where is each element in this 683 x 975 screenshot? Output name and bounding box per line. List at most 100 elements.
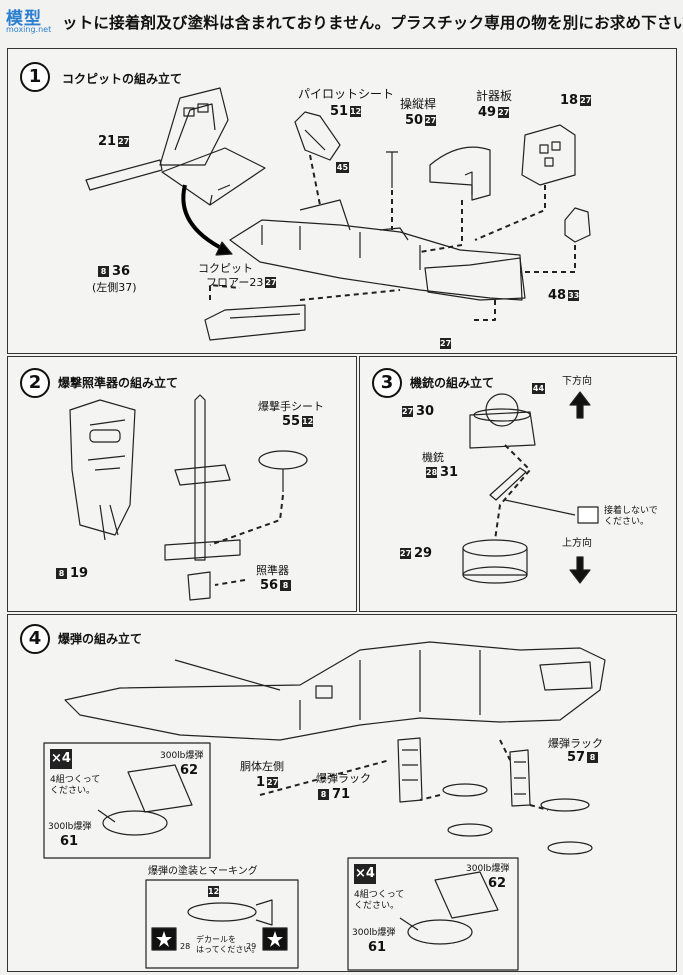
notice-text: ットに接着剤及び塗料は含まれておりません。プラスチック専用の物を別にお求め下さい… — [62, 14, 683, 32]
stick-label: 操縦桿 — [400, 97, 437, 111]
instrument-tag: 27 — [498, 107, 510, 118]
step3-number: 3 — [372, 368, 402, 398]
rack-right-num: 57 — [567, 750, 586, 765]
seat-num: 55 — [282, 414, 301, 429]
fuselage-num: 1 — [256, 775, 266, 790]
paint-title: 爆弾の塗装とマーキング — [148, 866, 258, 877]
instrument-console-drawing — [159, 87, 229, 166]
seat-small-tag: 45 — [336, 162, 349, 173]
cockpit-floor-drawing — [229, 199, 523, 301]
step2-number: 2 — [20, 368, 50, 398]
tag44: 44 — [532, 383, 545, 394]
step2-guide-lines — [209, 494, 284, 586]
fuselage-label: 胴体左側 — [240, 760, 284, 773]
part48-drawing — [564, 207, 591, 243]
star-right-icon — [267, 931, 283, 947]
paint-num: 12 — [206, 884, 219, 899]
box1-bombs-drawing — [97, 764, 193, 836]
right-bomb-rack-drawing — [509, 749, 531, 807]
pilot-seat-label: パイロットシート — [298, 87, 395, 101]
stick-drawing — [386, 151, 398, 188]
step3-guide-line — [494, 444, 531, 541]
part31-num: 31 — [440, 465, 459, 480]
box2-bombs-drawing — [399, 871, 499, 945]
site-logo: 模型 moxing.net — [2, 4, 64, 36]
rack-right-tag: 8 — [587, 752, 599, 763]
no-glue-icon — [577, 506, 599, 524]
logo-text: 模型 — [6, 9, 42, 29]
decal-28: 28 — [180, 942, 191, 951]
sight-num: 56 — [260, 578, 279, 593]
part18-drawing — [521, 124, 576, 186]
star-left-icon — [156, 931, 172, 947]
fuselage-tag: 27 — [267, 777, 279, 788]
bomb-sight-drawing — [164, 394, 241, 601]
box2-make-b: ください。 — [354, 901, 400, 911]
gun-label: 機銃 — [422, 451, 444, 464]
pilot-seat-drawing — [294, 111, 341, 161]
rack-left-num: 71 — [332, 787, 351, 802]
step1-guide-lines — [209, 154, 576, 321]
step1-title: コクピットの組み立て — [62, 72, 183, 86]
sight-tag: 8 — [280, 580, 292, 591]
seat-small-part: 45 — [334, 160, 349, 175]
box2-bomb-a: 300lb爆弾 — [466, 864, 510, 874]
box1-num-b: 61 — [60, 834, 79, 849]
box2-num-a: 62 — [488, 876, 507, 891]
paint-box — [145, 879, 299, 969]
box1-bomb-a: 300lb爆弾 — [160, 751, 204, 761]
box2-bomb-b: 300lb爆弾 — [352, 928, 396, 938]
left-bomb-rack-drawing — [397, 737, 423, 803]
bombardier-seat-label: 爆撃手シート — [258, 400, 324, 413]
instrument-label: 計器板 — [476, 89, 513, 103]
part18-tag: 27 — [580, 95, 592, 106]
down-label: 下方向 — [562, 376, 592, 387]
step1-number: 1 — [20, 62, 50, 92]
step4-loose-bombs-drawing — [442, 783, 593, 855]
pilot-seat-tag: 12 — [350, 106, 362, 117]
no-glue-label-a: 接着しないで — [604, 506, 658, 516]
bombardier-seat-drawing — [258, 450, 308, 492]
rack-left-label: 爆弾ラック — [316, 772, 371, 785]
part21-drawing — [85, 159, 163, 191]
curved-arrowhead — [215, 241, 233, 256]
box1-num-a: 62 — [180, 763, 199, 778]
part30-tag: 27 — [402, 406, 414, 417]
box2-x4-badge: ×4 — [354, 864, 376, 884]
step3-title: 機銃の組み立て — [410, 376, 495, 390]
part36-tag: 8 — [98, 266, 109, 277]
rear-frame-drawing — [424, 257, 526, 301]
part29-drawing — [462, 539, 528, 584]
logo-subtext: moxing.net — [6, 25, 52, 34]
curved-arrow — [181, 184, 226, 252]
part36-drawing — [204, 304, 306, 341]
bomb-box1 — [43, 742, 211, 859]
floor-text: フロアー23 — [206, 276, 264, 289]
box1-make-b: ください。 — [50, 786, 96, 796]
tag44-label: 44 — [530, 381, 545, 396]
rack-left-tag: 8 — [318, 789, 329, 800]
up-arrow — [569, 556, 591, 584]
part19-tag: 8 — [56, 568, 67, 579]
decal-label-b: はってください。 — [196, 945, 260, 954]
part21-num: 21 — [98, 134, 117, 149]
no-glue-label-b: ください。 — [604, 517, 650, 527]
instrument-panel-drawing — [429, 146, 491, 201]
bottom-tag: 27 — [440, 338, 452, 349]
step4-guide-lines — [259, 739, 549, 811]
bomb-box2 — [347, 857, 519, 971]
floor-label-a: コクピット — [198, 262, 253, 275]
floor-tag: 27 — [265, 277, 277, 288]
step4-panel — [7, 614, 677, 972]
